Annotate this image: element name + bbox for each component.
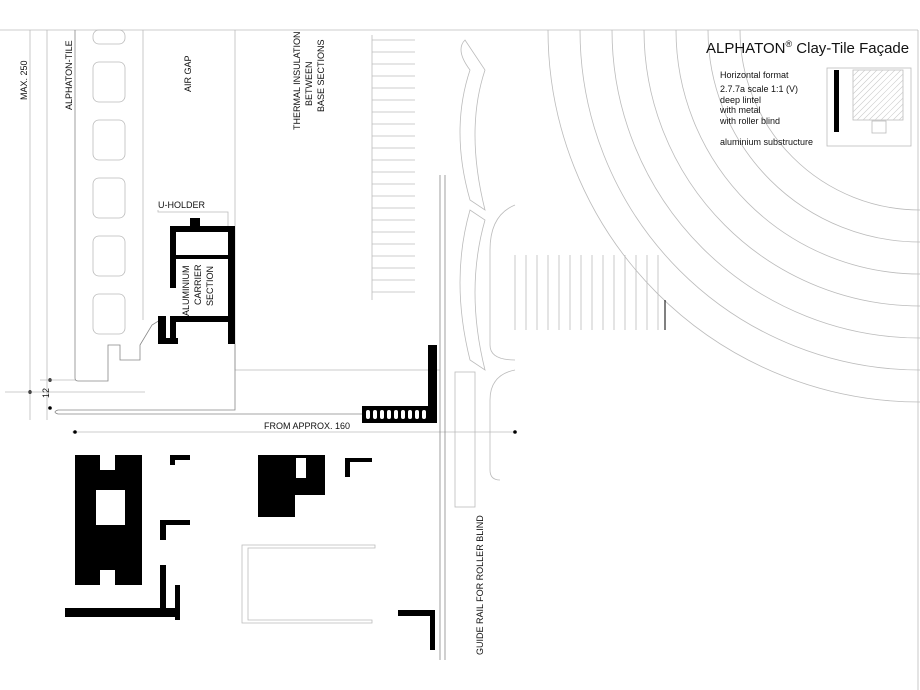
insulation-label-3: BASE SECTIONS — [316, 39, 326, 112]
arc-line — [643, 29, 920, 307]
u-holder-label: U-HOLDER — [158, 200, 206, 210]
u-holder — [157, 210, 229, 228]
max-dimension-label: MAX. 250 — [19, 60, 29, 100]
format-label: Horizontal format — [720, 70, 789, 80]
coil-slot — [373, 410, 377, 419]
aluminium-carrier-section — [158, 218, 235, 344]
tile-cavities — [92, 29, 126, 335]
arc-line — [579, 29, 920, 371]
carrier-label-1: ALUMINIUM — [181, 265, 191, 316]
coil-slot — [422, 410, 426, 419]
coil-slot — [366, 410, 370, 419]
arc-line — [739, 29, 920, 211]
detail-line: with metal — [720, 105, 761, 115]
arc-line — [675, 29, 920, 275]
substructure-label: aluminium substructure — [720, 137, 814, 147]
window-hatch — [514, 255, 659, 330]
coil-slot — [415, 410, 419, 419]
detail-info: 2.7.7a scale 1:1 (V) deep lintel with me… — [720, 84, 798, 126]
guide-rail-label: GUIDE RAIL FOR ROLLER BLIND — [475, 515, 485, 655]
lower-carrier-profiles — [65, 455, 435, 650]
dimension-dot — [513, 430, 517, 434]
coil-slot — [394, 410, 398, 419]
insulation-hatch — [371, 35, 415, 300]
detail-line: with roller blind — [720, 115, 781, 126]
detail-line: 2.7.7a scale 1:1 (V) — [720, 84, 799, 94]
drawing-title: ALPHATON® Clay-Tile Façade — [706, 40, 909, 58]
tile-outline — [74, 30, 161, 382]
steel-angle — [362, 345, 437, 423]
coil-slot — [387, 410, 391, 419]
roller-blind-arcs — [547, 29, 920, 403]
insulation-label-2: BETWEEN — [304, 61, 314, 106]
tile-label: ALPHATON-TILE — [64, 40, 74, 110]
insulation-label-1: THERMAL INSULATION — [292, 31, 302, 130]
curved-tiles — [459, 39, 516, 481]
coil-slot — [401, 410, 405, 419]
registered-mark: ® — [785, 39, 793, 49]
guide-rail-box — [454, 371, 476, 508]
roller-coil — [366, 410, 426, 419]
coil-slot — [408, 410, 412, 419]
from-approx-label: FROM APPROX. 160 — [264, 421, 350, 431]
air-gap-label: AIR GAP — [183, 55, 193, 92]
arc-line — [707, 29, 920, 243]
detail-line: deep lintel — [720, 94, 762, 105]
arc-line — [611, 29, 920, 339]
sill-flashing — [54, 344, 437, 415]
title-brand: ALPHATON — [706, 40, 786, 57]
dimension-12-label: 12 — [41, 388, 51, 398]
dimension-dot — [73, 430, 77, 434]
carrier-label-2: CARRIER — [193, 264, 203, 305]
arc-line — [547, 29, 920, 403]
carrier-label-3: SECTION — [205, 266, 215, 306]
dimension-dot — [48, 406, 52, 410]
title-rest: Clay-Tile Façade — [796, 40, 910, 57]
coil-slot — [380, 410, 384, 419]
